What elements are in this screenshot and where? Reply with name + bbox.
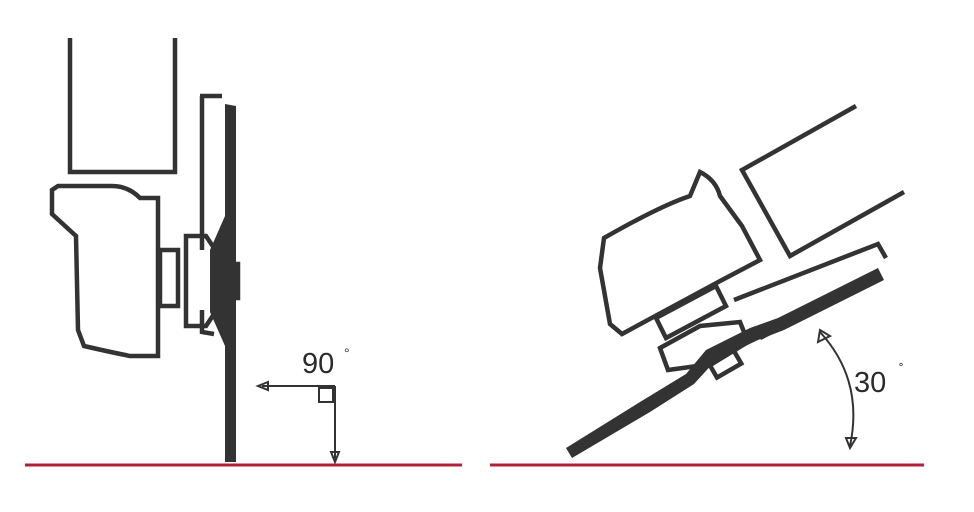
- gear-head-housing-tilted: [597, 168, 764, 337]
- grinder-vertical: 90 °: [49, 38, 350, 465]
- grinder-tilted: 30 ˚: [566, 104, 906, 458]
- degree-symbol-30: ˚: [899, 361, 904, 377]
- cutting-disc-tilted: [566, 268, 884, 458]
- wheel-guard: [199, 93, 222, 337]
- degree-symbol-90: °: [344, 345, 350, 361]
- grinder-handle: [67, 38, 178, 175]
- angle-indicator-90: [255, 380, 341, 465]
- angle-indicator-30: [816, 328, 858, 451]
- angle-label-30: 30: [854, 367, 886, 399]
- spindle-block: [157, 247, 181, 309]
- grinder-handle-tilted: [738, 104, 906, 260]
- gear-head-housing: [49, 183, 161, 359]
- angle-label-90: 90: [302, 348, 334, 380]
- cutting-disc: [210, 104, 236, 462]
- spindle-block-tilted: [653, 282, 729, 342]
